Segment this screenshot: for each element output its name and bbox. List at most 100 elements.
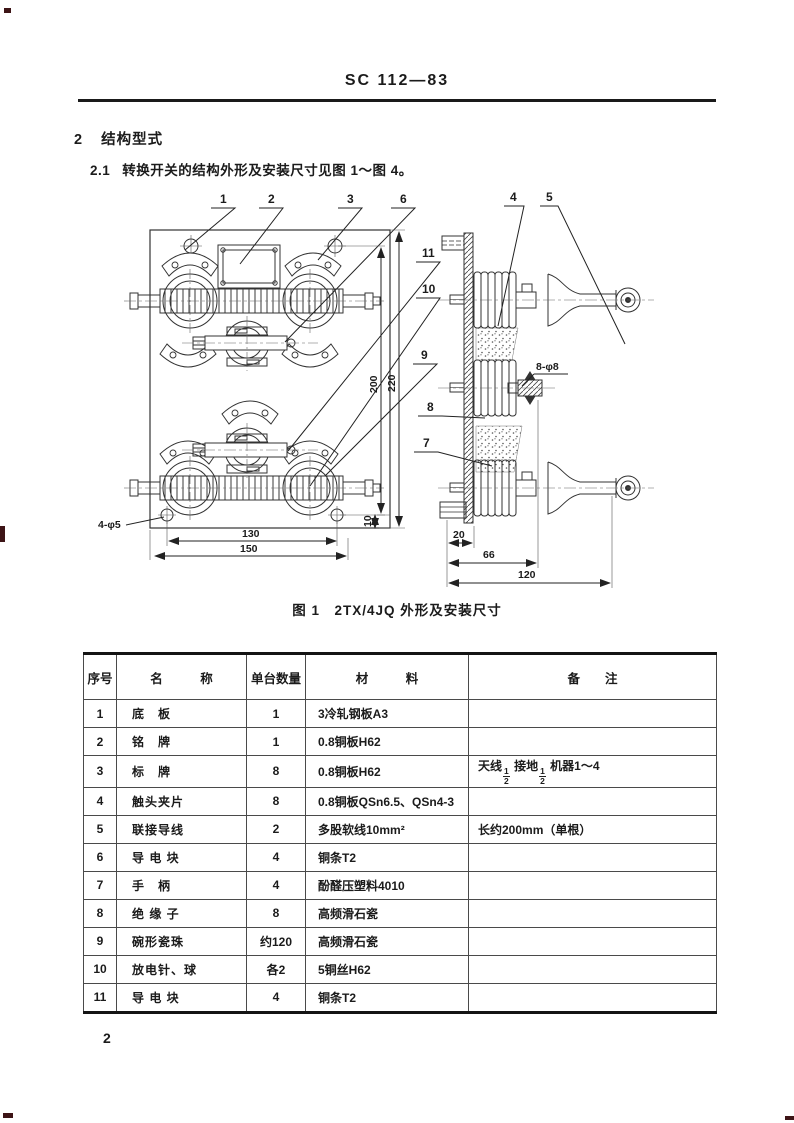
col-qty: 1 — [246, 699, 306, 728]
col-remark — [468, 727, 717, 756]
col-material: 铜条T2 — [305, 842, 469, 872]
col-qty: 各2 — [246, 954, 306, 984]
callout-6: 6 — [400, 192, 407, 206]
col-remark — [468, 699, 717, 728]
dim-150: 150 — [240, 543, 258, 555]
figure-callouts — [184, 205, 626, 487]
figure-1-drawing: 1 2 3 6 11 10 9 8 7 4 5 — [98, 190, 655, 588]
col-material: 3冷轧钢板A3 — [305, 699, 469, 728]
col-remark — [468, 954, 717, 984]
col-no: 9 — [83, 926, 117, 956]
callout-1: 1 — [220, 192, 227, 206]
col-material: 多股软线10mm² — [305, 814, 469, 844]
col-name: 触头夹片 — [116, 786, 247, 816]
callout-11: 11 — [422, 246, 435, 260]
scan-artifact — [785, 1116, 794, 1120]
scan-artifact — [4, 8, 11, 13]
col-material: 铜条T2 — [305, 982, 469, 1013]
callout-4: 4 — [510, 190, 517, 204]
header-rule — [78, 99, 716, 102]
header-qty: 单台数量 — [246, 653, 306, 700]
col-name: 放电针、球 — [116, 954, 247, 984]
col-qty: 2 — [246, 814, 306, 844]
col-name: 手 柄 — [116, 870, 247, 900]
col-remark — [468, 786, 717, 816]
col-remark — [468, 982, 717, 1013]
col-material: 0.8铜板H62 — [305, 727, 469, 756]
header-no: 序号 — [83, 653, 117, 700]
scan-artifact — [0, 526, 5, 542]
dim-130: 130 — [242, 528, 260, 540]
callout-9: 9 — [421, 348, 428, 362]
col-no: 6 — [83, 842, 117, 872]
header-name: 名 称 — [116, 653, 247, 700]
scan-artifact — [3, 1113, 13, 1118]
callout-2: 2 — [268, 192, 275, 206]
col-name: 导 电 块 — [116, 982, 247, 1013]
col-material: 高频滑石瓷 — [305, 898, 469, 928]
col-qty: 4 — [246, 870, 306, 900]
col-name: 绝 缘 子 — [116, 898, 247, 928]
standard-number: SC 112—83 — [344, 72, 450, 89]
dim-120: 120 — [518, 569, 536, 581]
col-no: 7 — [83, 870, 117, 900]
col-no: 2 — [83, 727, 117, 756]
page-number: 2 — [103, 1030, 111, 1046]
col-no: 11 — [83, 982, 117, 1013]
callout-3: 3 — [347, 192, 354, 206]
col-material: 5铜丝H62 — [305, 954, 469, 984]
dim-8-phi8: 8-φ8 — [536, 361, 559, 373]
col-qty: 约120 — [246, 926, 306, 956]
col-name: 导 电 块 — [116, 842, 247, 872]
col-remark: 长约200mm（单根） — [468, 814, 717, 844]
figure-dimensions: 220 200 130 150 10 4-φ5 8-φ8 20 66 120 — [98, 229, 613, 588]
dim-66: 66 — [483, 549, 495, 561]
clause-text: 转换开关的结构外形及安装尺寸见图 1～图 4。 — [122, 163, 413, 178]
callout-7: 7 — [423, 436, 430, 450]
col-no: 1 — [83, 699, 117, 728]
figure-caption: 图 1 2TX/4JQ 外形及安装尺寸 — [292, 603, 502, 618]
col-name: 联接导线 — [116, 814, 247, 844]
col-no: 3 — [83, 755, 117, 788]
header-material: 材 料 — [305, 653, 469, 700]
col-no: 8 — [83, 898, 117, 928]
col-remark — [468, 870, 717, 900]
col-remark — [468, 898, 717, 928]
callout-8: 8 — [427, 400, 434, 414]
col-qty: 1 — [246, 727, 306, 756]
col-material: 0.8铜板H62 — [305, 755, 469, 788]
col-material: 0.8铜板QSn6.5、QSn4-3 — [305, 786, 469, 816]
side-view — [437, 232, 655, 524]
col-name: 铭 牌 — [116, 727, 247, 756]
col-qty: 4 — [246, 982, 306, 1013]
clause-number: 2.1 — [90, 163, 111, 178]
col-qty: 8 — [246, 786, 306, 816]
dim-200: 200 — [368, 375, 380, 393]
figure-1: 1 2 3 6 11 10 9 8 7 4 5 — [78, 186, 726, 590]
col-name: 碗形瓷珠 — [116, 926, 247, 956]
col-no: 10 — [83, 954, 117, 984]
section-title: 结构型式 — [101, 132, 164, 148]
table-header-row: 序号 名 称 单台数量 材 料 备 注 — [83, 653, 717, 700]
col-no: 5 — [83, 814, 117, 844]
figure-callout-labels: 1 2 3 6 11 10 9 8 7 4 5 — [220, 190, 553, 450]
header-remark: 备 注 — [468, 653, 717, 700]
callout-10: 10 — [422, 282, 436, 296]
callout-5: 5 — [546, 190, 553, 204]
col-name: 底 板 — [116, 699, 247, 728]
